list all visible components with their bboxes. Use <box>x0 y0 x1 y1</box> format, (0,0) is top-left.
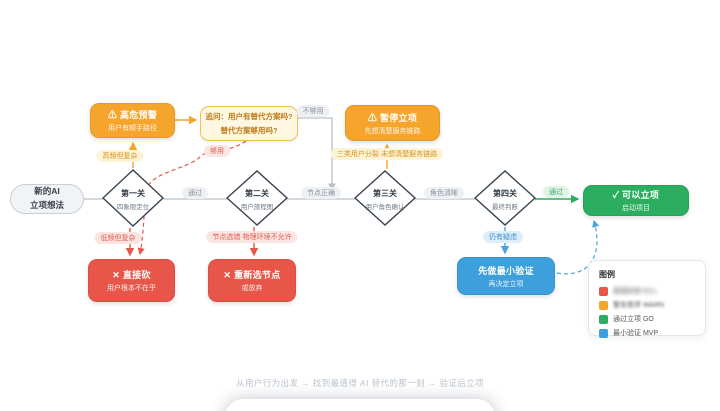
edge-mvp-go-dashed <box>556 219 600 275</box>
start-node-line2: 立项想法 <box>29 200 64 210</box>
check-icon: ✓ <box>612 190 620 200</box>
edge-label-high-freq: 高频但复杂 <box>96 150 144 162</box>
edge-label-role-clear: 角色清晰 <box>424 187 464 199</box>
kill-node: ✕ 直接砍 用户根本不在乎 <box>88 259 175 302</box>
reselect-subtitle: 或放弃 <box>241 285 263 292</box>
danger-subtitle: 用户有顺手路径 <box>108 125 157 132</box>
flow-caption: 从用户行为出发 → 找到最值得 AI 替代的那一刻 → 验证后立项 <box>236 378 484 388</box>
mvp-node: 先做最小验证 再决定立项 <box>457 257 555 295</box>
gate-2-diamond <box>225 170 289 226</box>
legend-item-label: 最小验证 MVP <box>613 330 659 337</box>
go-node: ✓ 可以立项 启动项目 <box>583 185 689 216</box>
legend-item-label: 直接砍掉 KILL <box>613 288 658 295</box>
kill-subtitle: 用户根本不在乎 <box>107 285 156 292</box>
warning-icon: ⚠ <box>367 112 378 123</box>
edge-label-pass-1: 通过 <box>182 187 208 199</box>
mvp-title: 先做最小验证 <box>478 265 534 276</box>
edge-label-enough: 够用 <box>204 145 230 157</box>
edge-label-node-wrong: 节点选错·物理环境不允许 <box>206 231 298 243</box>
edge-question-flow <box>298 117 336 192</box>
gate-4-diamond <box>473 170 537 226</box>
kill-title: 直接砍 <box>122 270 151 280</box>
gate-1-diamond <box>101 169 165 227</box>
danger-warning-node: ⚠ 高危预警 用户有顺手路径 <box>90 103 175 138</box>
card-bottom-shadow <box>225 399 495 411</box>
followup-question-node: 追问：用户有替代方案吗? 替代方案够用吗? <box>200 106 298 141</box>
question-line1: 追问：用户有替代方案吗? <box>205 111 293 121</box>
mvp-subtitle: 再决定立项 <box>488 280 524 288</box>
reselect-title: 重新选节点 <box>234 270 281 280</box>
pause-subtitle: 先想清楚服务链路 <box>364 127 421 135</box>
edge-label-doubt: 仍有疑虑 <box>483 231 523 243</box>
gate-3-diamond <box>353 170 417 226</box>
cross-icon: ✕ <box>112 270 121 280</box>
edge-label-pass-4: 通过 <box>543 186 569 198</box>
go-title: 可以立项 <box>622 190 660 200</box>
edge-label-node-ok: 节点正确 <box>301 187 341 199</box>
legend-swatch-orange <box>599 300 608 310</box>
edge-label-user-split: 三类用户分裂·未想清楚服务链路 <box>330 148 444 160</box>
question-line2: 替代方案够用吗? <box>220 125 278 135</box>
legend-item-mvp: 最小验证 MVP <box>599 328 695 338</box>
legend-item-kill: 直接砍掉 KILL <box>599 286 695 296</box>
legend-item-go: 通过立项 GO <box>599 314 695 324</box>
go-subtitle: 启动项目 <box>622 205 650 212</box>
start-node-line1: 新的AI <box>34 186 60 197</box>
legend-item-warn: 警告暂停 WARN <box>599 300 695 310</box>
legend-swatch-green <box>599 314 608 324</box>
edge-label-not-enough: 不够用 <box>296 105 330 117</box>
legend-item-label: 通过立项 GO <box>613 316 654 323</box>
warning-icon: ⚠ <box>107 110 118 120</box>
start-node: 新的AI 立项想法 <box>10 184 84 214</box>
legend-title: 图例 <box>599 270 615 279</box>
reselect-node: ✕ 重新选节点 或放弃 <box>208 259 296 302</box>
legend-swatch-red <box>599 286 608 296</box>
pause-title: 暂停立项 <box>379 112 418 123</box>
cross-icon: ✕ <box>223 270 232 280</box>
legend-panel: 图例 直接砍掉 KILL 警告暂停 WARN 通过立项 GO 最小验证 MVP <box>588 260 706 338</box>
edge-label-low-freq: 低频但复杂 <box>94 232 142 244</box>
danger-title: 高危预警 <box>119 110 158 120</box>
legend-swatch-blue <box>599 328 608 338</box>
legend-item-label: 警告暂停 WARN <box>613 302 665 309</box>
pause-project-node: ⚠ 暂停立项 先想清楚服务链路 <box>345 105 440 141</box>
